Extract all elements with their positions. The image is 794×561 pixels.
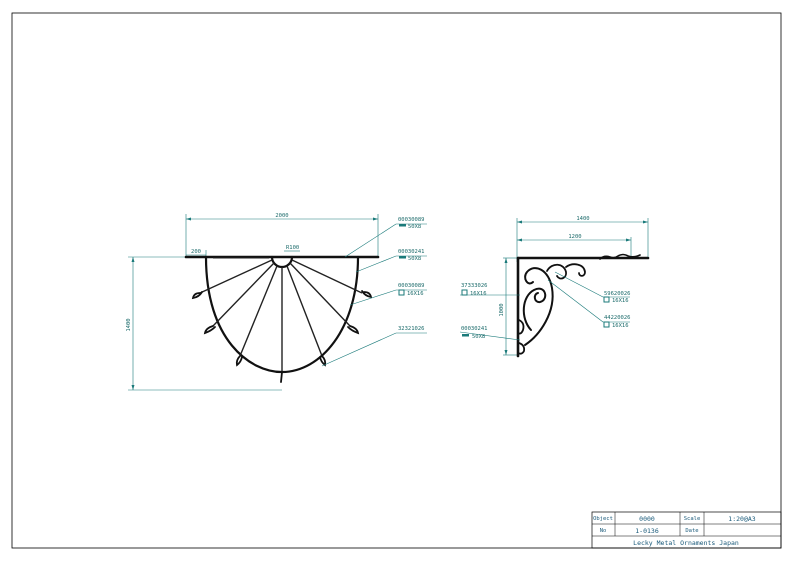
- dim-overall-width-label: 2000: [275, 213, 288, 219]
- title-block: Object 0000 Scale 1:20@A3 No 1-0136 Date…: [591, 511, 782, 549]
- radius-label: R100: [286, 245, 299, 251]
- side-view: 1400 1200 1000 37333026 16X16 0: [459, 216, 650, 358]
- square-bar-icon: [398, 289, 405, 296]
- object-value: 0000: [639, 515, 655, 523]
- dim-offset-label: 200: [191, 249, 201, 255]
- side-callout-2-size: 50X8: [472, 334, 485, 340]
- flat-bar-icon: [399, 256, 406, 259]
- spokes: [199, 257, 363, 372]
- side-callout-2-code: 00030241: [461, 326, 488, 332]
- square-bar-icon: [603, 321, 610, 328]
- no-value: 1-0136: [635, 527, 659, 535]
- front-callout-1-code: 00030089: [398, 217, 425, 223]
- dim-height-label: 1400: [126, 318, 132, 331]
- side-dim-height-label: 1000: [499, 303, 505, 316]
- side-callout-3-size: 16X16: [612, 298, 629, 304]
- scale-label: Scale: [684, 516, 701, 522]
- front-callout-2-code: 00030241: [398, 249, 425, 255]
- side-callout-1-code: 37333026: [461, 283, 488, 289]
- no-label: No: [600, 528, 607, 534]
- side-callout-4-code: 44220026: [604, 315, 631, 321]
- scale-value: 1:20@A3: [728, 515, 755, 523]
- front-callout-3-size: 16X16: [407, 291, 424, 297]
- side-callout-4-size: 16X16: [612, 323, 629, 329]
- side-dim-overall-label: 1400: [576, 216, 589, 222]
- flat-bar-icon: [399, 224, 406, 227]
- side-callout-3-code: 59620026: [604, 291, 631, 297]
- square-bar-icon: [461, 289, 468, 296]
- front-callout-1-size: 50X8: [408, 224, 421, 230]
- object-label: Object: [593, 516, 613, 522]
- date-label: Date: [685, 528, 698, 534]
- square-bar-icon: [603, 296, 610, 303]
- front-callout-2-size: 50X8: [408, 256, 421, 262]
- side-dim-inner-label: 1200: [568, 234, 581, 240]
- front-callout-3-code: 00030089: [398, 283, 425, 289]
- front-callout-4-code: 32321026: [398, 326, 425, 332]
- scroll-tips: [191, 290, 373, 383]
- flat-bar-icon: [462, 334, 469, 337]
- company-name: Lecky Metal Ornaments Japan: [633, 539, 739, 547]
- sheet-border: [11, 12, 782, 549]
- dim-overall-width: 2000: [185, 213, 379, 258]
- front-view: 2000 200 1400 R100: [126, 213, 427, 391]
- side-callout-1-size: 16X16: [470, 291, 487, 297]
- dim-height: 1400: [126, 256, 282, 391]
